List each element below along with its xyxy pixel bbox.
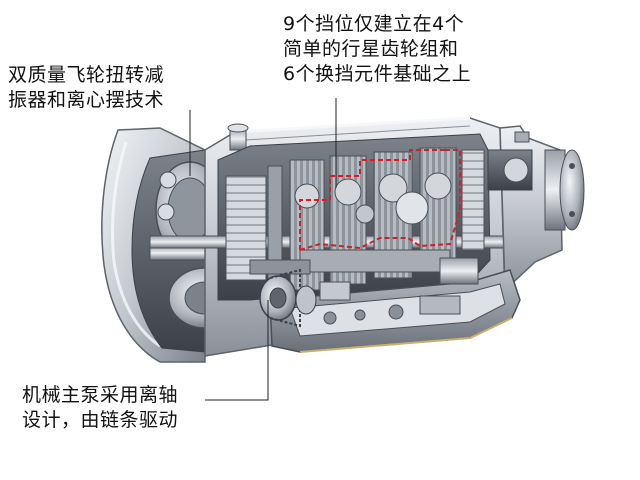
leader-lines [189, 98, 337, 401]
output-housing [487, 125, 585, 292]
callout-dual-mass-damper: 双质量飞轮扭转减 振器和离心摆技术 [8, 63, 164, 113]
gear-train [149, 147, 511, 291]
pump-leader-line [205, 300, 269, 401]
callout-damper-line-1: 双质量飞轮扭转减 [8, 64, 165, 86]
callout-planetary-gearsets: 9个挡位仅建立在4个 简单的行星齿轮组和 6个换挡元件基础之上 [283, 12, 471, 87]
oil-pan-valve-body [269, 257, 521, 353]
callout-pump-line-1: 机械主泵采用离轴 [22, 384, 179, 406]
callout-gearsets-line-1: 9个挡位仅建立在4个 [283, 13, 465, 35]
callout-mechanical-pump: 机械主泵采用离轴 设计，由链条驱动 [22, 383, 178, 433]
callout-pump-line-2: 设计，由链条驱动 [22, 409, 179, 431]
callout-gearsets-line-3: 6个换挡元件基础之上 [283, 63, 472, 85]
callout-gearsets-line-2: 简单的行星齿轮组和 [283, 38, 459, 60]
callout-damper-line-2: 振器和离心摆技术 [8, 89, 165, 111]
chain-driven-pump [259, 268, 317, 328]
power-flow-path [299, 149, 461, 251]
